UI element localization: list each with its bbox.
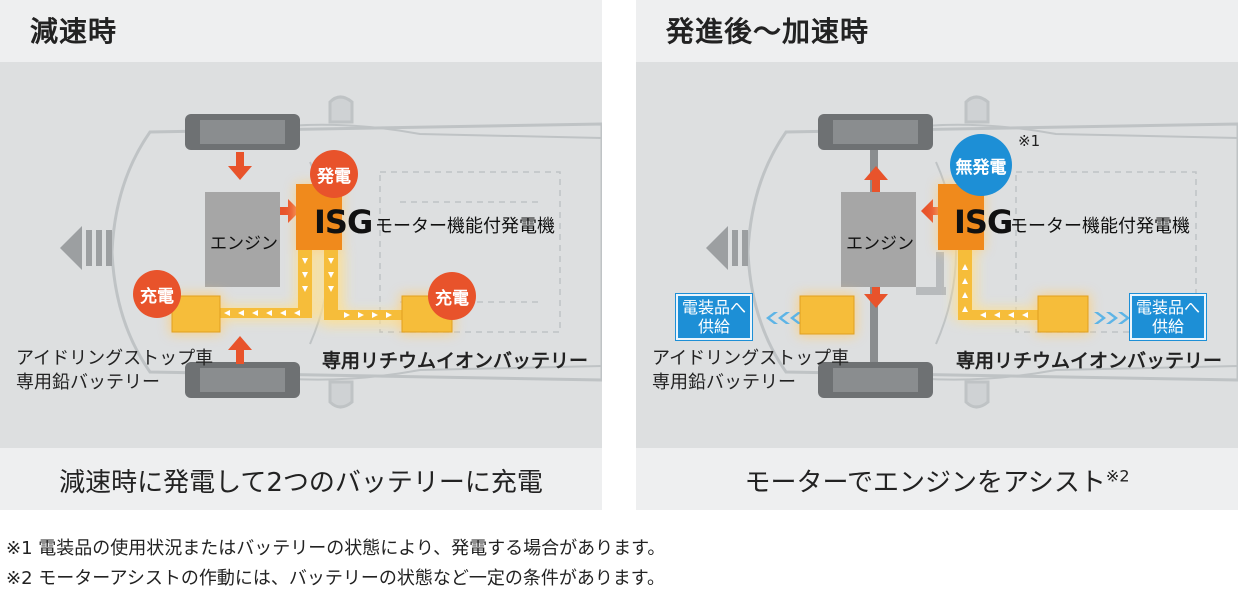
supply-right-line2: 供給 — [1152, 317, 1185, 336]
no-generation-badge: 無発電 — [950, 134, 1012, 196]
direction-arrow — [60, 226, 112, 270]
charge-badge-lead: 充電 — [133, 270, 181, 318]
caption-band: 減速時に発電して2つのバッテリーに充電 — [0, 448, 602, 510]
panel-caption: 減速時に発電して2つのバッテリーに充電 — [59, 468, 543, 498]
panel-deceleration: 減速時 — [0, 0, 602, 510]
generate-badge: 発電 — [310, 150, 358, 198]
lead-battery-label-line1: アイドリングストップ車 — [16, 348, 214, 369]
title-band: 発進後～加速時 — [636, 0, 1238, 62]
caption-band: モーターでエンジンをアシスト※2 — [636, 448, 1238, 510]
note-mark-1: ※1 — [1018, 132, 1041, 150]
lead-battery — [799, 295, 855, 335]
footnote-1: ※1 電装品の使用状況またはバッテリーの状態により、発電する場合があります。 — [6, 538, 666, 559]
engine-label: エンジン — [210, 234, 278, 254]
supply-left-line1: 電装品へ — [682, 298, 747, 317]
flow-chevrons — [224, 258, 392, 318]
supply-chevrons — [766, 312, 1130, 324]
car-diagram-svg — [706, 95, 1238, 409]
isg-label: ISG — [954, 203, 1013, 241]
charge-badge-lithium: 充電 — [428, 272, 476, 320]
caption-note: ※2 — [1105, 466, 1130, 486]
lithium-battery — [1037, 295, 1089, 333]
caption-text: モーターでエンジンをアシスト — [744, 468, 1106, 498]
lead-battery-label-line2: 専用鉛バッテリー — [652, 372, 796, 393]
engine-block — [205, 192, 280, 287]
deceleration-diagram: エンジン ISG モーター機能付発電機 発電 充電 充電 アイドリングストップ車… — [0, 62, 602, 448]
panel-title: 発進後～加速時 — [666, 15, 870, 48]
isg-description: モーター機能付発電機 — [375, 216, 555, 237]
supply-box-right: 電装品へ 供給 — [1130, 294, 1207, 340]
isg-label: ISG — [314, 203, 373, 241]
supply-box-left: 電装品へ 供給 — [676, 294, 753, 340]
lead-battery — [171, 295, 221, 333]
flow-chevrons — [962, 264, 1028, 318]
panel-caption: モーターでエンジンをアシスト※2 — [636, 462, 1238, 499]
panel-title: 減速時 — [30, 15, 118, 48]
title-band: 減速時 — [0, 0, 602, 62]
regen-arrows — [228, 152, 300, 364]
direction-arrow — [706, 226, 748, 270]
supply-left-line2: 供給 — [698, 317, 731, 336]
lead-battery-label-line2: 専用鉛バッテリー — [16, 372, 160, 393]
engine-block — [841, 192, 916, 287]
acceleration-diagram: エンジン ISG モーター機能付発電機 無発電 ※1 電装品へ 供給 電装品へ … — [636, 62, 1238, 448]
lead-battery-label-line1: アイドリングストップ車 — [652, 348, 850, 369]
footnote-2: ※2 モーターアシストの作動には、バッテリーの状態など一定の条件があります。 — [6, 568, 666, 589]
engine-label: エンジン — [846, 234, 914, 254]
lithium-battery-label: 専用リチウムイオンバッテリー — [956, 350, 1223, 372]
isg-description: モーター機能付発電機 — [1010, 216, 1190, 237]
lithium-battery-label: 専用リチウムイオンバッテリー — [322, 350, 589, 372]
panel-acceleration: 発進後～加速時 — [636, 0, 1238, 510]
supply-right-line1: 電装品へ — [1136, 298, 1201, 317]
